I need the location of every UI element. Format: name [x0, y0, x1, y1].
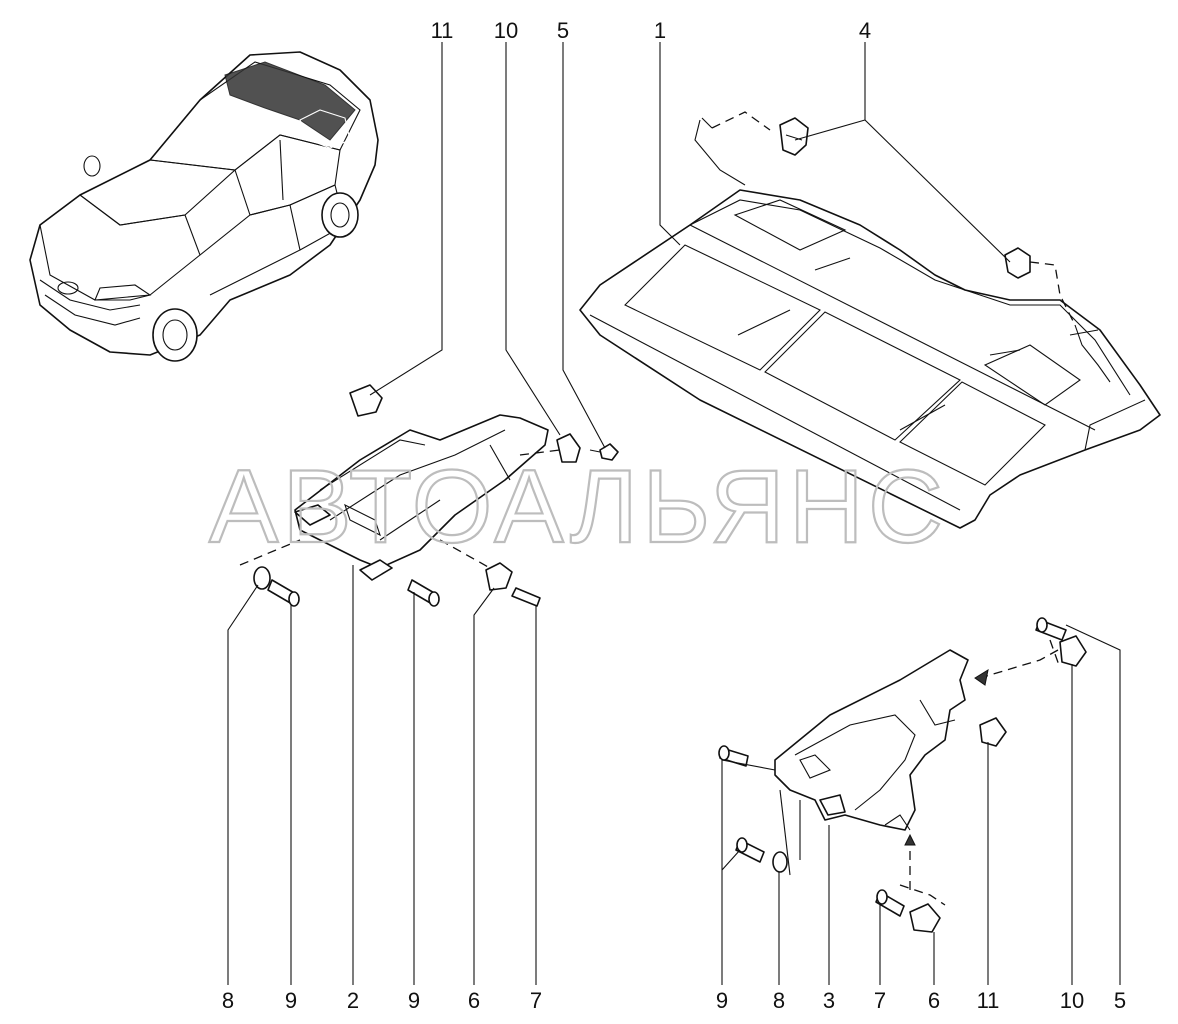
callout-8-left: 8	[222, 988, 234, 1013]
leader-lines	[227, 42, 1121, 985]
shelf-cord-clips	[694, 111, 1111, 383]
watermark: АВТОАЛЬЯНС	[209, 449, 947, 565]
right-side-trim	[774, 649, 969, 831]
callout-7-left: 7	[530, 988, 542, 1013]
callout-4-top: 4	[859, 18, 871, 43]
right-hardware	[718, 617, 1087, 933]
callout-8-right: 8	[773, 988, 785, 1013]
callout-10-right: 10	[1060, 988, 1084, 1013]
callout-10-top: 10	[494, 18, 518, 43]
callout-5-top: 5	[557, 18, 569, 43]
callout-7-right: 7	[874, 988, 886, 1013]
callout-11-top: 11	[431, 18, 454, 43]
callout-9b-left: 9	[408, 988, 420, 1013]
callout-6-left: 6	[468, 988, 480, 1013]
parcel-shelf	[579, 189, 1161, 529]
callout-3-right: 3	[823, 988, 835, 1013]
left-hardware	[239, 384, 619, 607]
car-overview	[29, 51, 379, 362]
callout-labels: 11 10 5 1 4 8 9 2 9 6 7 9 8 3 7 6 11 10 …	[222, 18, 1126, 1013]
callout-6-right: 6	[928, 988, 940, 1013]
callout-9a-left: 9	[285, 988, 297, 1013]
callout-2-left: 2	[347, 988, 359, 1013]
callout-11-right: 11	[977, 988, 1000, 1013]
callout-9-right: 9	[716, 988, 728, 1013]
left-side-trim	[294, 414, 549, 581]
callout-5-right: 5	[1114, 988, 1126, 1013]
callout-1-top: 1	[654, 18, 666, 43]
